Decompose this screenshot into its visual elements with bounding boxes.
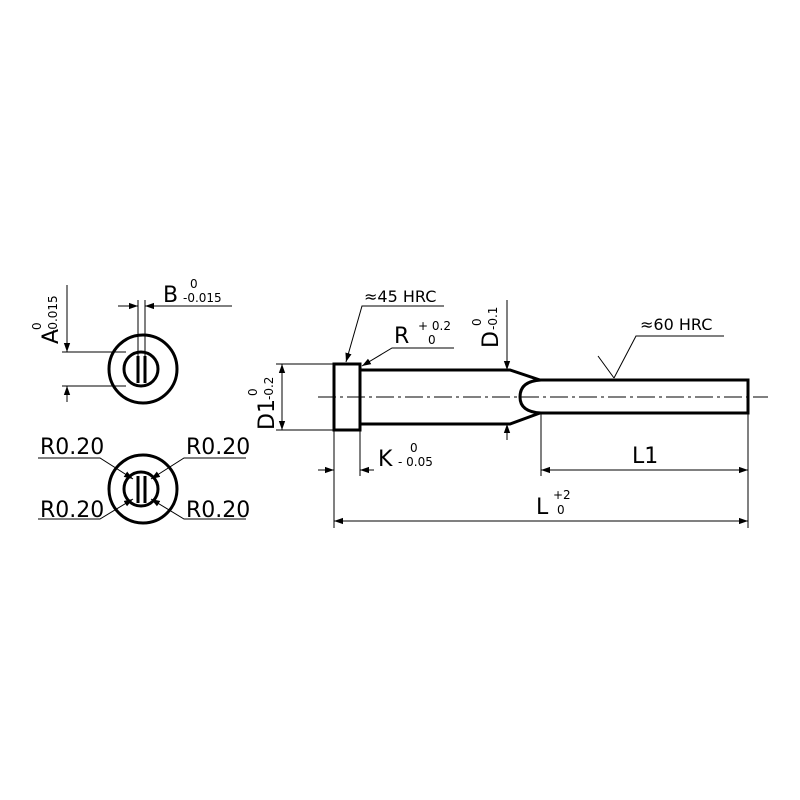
dim-a-upper-tol: 0 xyxy=(30,322,44,330)
end-view-outer-circle xyxy=(107,333,179,405)
label-r-bottom-left: R0.20 xyxy=(40,498,104,523)
head-hardness-leader xyxy=(345,305,444,363)
head-hardness-label: ≈45 HRC xyxy=(364,287,436,306)
dim-r-letter: R xyxy=(394,324,409,349)
dim-l1-letter: L1 xyxy=(632,444,658,469)
dim-d1-label: D1 0 -0.2 xyxy=(246,377,280,430)
pin-head xyxy=(332,362,362,432)
dim-d1-letter: D1 xyxy=(255,399,280,430)
dim-l-upper-tol: +2 xyxy=(553,488,571,502)
side-view: D1 0 -0.2 D 0 -0.1 R + 0.2 0 ≈45 HRC ≈60… xyxy=(246,287,768,528)
dim-d1-lower-tol: -0.2 xyxy=(262,377,276,400)
dim-d-upper-tol: 0 xyxy=(470,318,484,326)
dim-l-letter: L xyxy=(536,495,549,520)
dim-b-lower-tol: -0.015 xyxy=(183,291,222,305)
dim-r-upper-tol: + 0.2 xyxy=(418,319,451,333)
shank-shoulder-fillet xyxy=(518,378,542,415)
dim-a-lower-tol: -0.015 xyxy=(46,295,60,334)
radius-view: R0.20 R0.20 R0.20 R0.20 xyxy=(38,435,250,525)
label-r-bottom-right: R0.20 xyxy=(186,498,250,523)
shank-hardness-label: ≈60 HRC xyxy=(640,315,712,334)
leader-r-bottom-right xyxy=(150,498,246,520)
dim-r-leader xyxy=(361,347,454,367)
dim-d-lower-tol: -0.1 xyxy=(486,307,500,330)
leader-r-bottom-left xyxy=(38,498,134,520)
end-view: A 0 -0.015 B 0 -0.015 xyxy=(30,277,232,405)
radius-view-inner-circle xyxy=(122,470,160,508)
dim-a-letter: A xyxy=(39,329,64,344)
dim-l-lower-tol: 0 xyxy=(557,503,565,517)
dim-d-label: D 0 -0.1 xyxy=(470,307,504,348)
label-r-top-left: R0.20 xyxy=(40,435,104,460)
dim-b-letter: B xyxy=(163,283,178,308)
shank-hardness-leader xyxy=(613,335,724,379)
shank-hardness-tick xyxy=(597,355,615,379)
pin-body-outline xyxy=(360,368,750,426)
dim-k-letter: K xyxy=(378,447,393,472)
dim-k-upper-tol: 0 xyxy=(410,441,418,455)
dim-d-letter: D xyxy=(479,331,504,348)
leader-r-top-right xyxy=(150,457,246,480)
leader-r-top-left xyxy=(38,457,134,480)
radius-view-outer-circle xyxy=(107,453,179,525)
dim-k-lower-tol: - 0.05 xyxy=(398,455,433,469)
dim-r-lower-tol: 0 xyxy=(428,333,436,347)
dim-a-label: A 0 -0.015 xyxy=(30,295,64,344)
dim-d1-upper-tol: 0 xyxy=(246,388,260,396)
label-r-top-right: R0.20 xyxy=(186,435,250,460)
end-view-inner-circle xyxy=(122,350,160,388)
dim-b-upper-tol: 0 xyxy=(190,277,198,291)
